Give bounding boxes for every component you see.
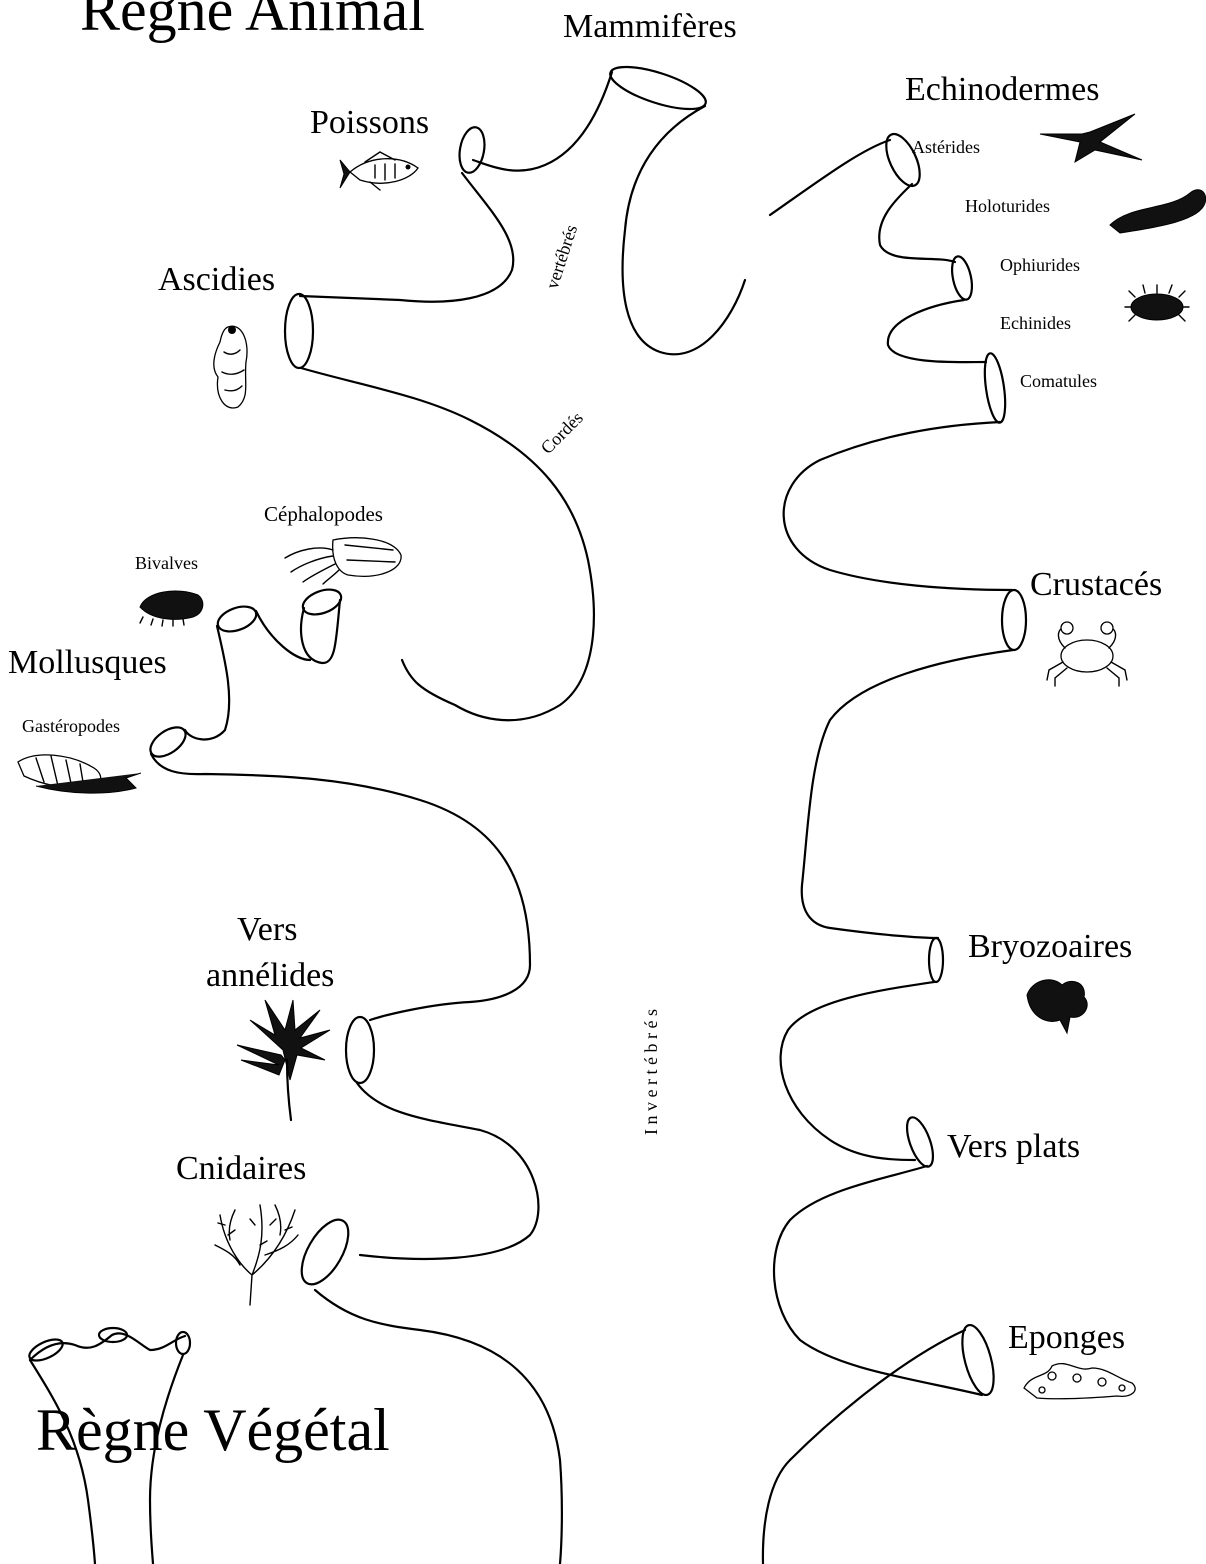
bryozoan-icon — [1027, 980, 1087, 1033]
label-ascidies: Ascidies — [158, 261, 275, 298]
coral-icon — [215, 1205, 298, 1305]
tube-worm-icon — [237, 1000, 330, 1120]
clam-icon — [140, 591, 203, 626]
sea-cucumber-icon — [1110, 190, 1206, 233]
label-mammiferes: Mammifères — [563, 8, 737, 45]
label-echinodermes: Echinodermes — [905, 71, 1100, 108]
label-cordes: Cordés — [537, 408, 587, 458]
label-bryozoaires: Bryozoaires — [968, 928, 1132, 965]
snail-icon — [18, 755, 141, 793]
crab-icon — [1047, 622, 1127, 686]
label-mollusques: Mollusques — [8, 644, 167, 681]
ascidian-icon — [214, 326, 247, 408]
right-trunk — [763, 129, 1026, 1564]
label-cnidaires: Cnidaires — [176, 1150, 306, 1187]
label-ophiurides: Ophiurides — [1000, 255, 1080, 275]
label-vertebres: vertébrés — [542, 222, 581, 291]
label-asterides: Astérides — [912, 137, 980, 157]
label-comatules: Comatules — [1020, 371, 1097, 391]
label-vers-annelides-1: Vers — [237, 911, 297, 948]
title-regne-vegetal: Règne Végétal — [36, 1397, 390, 1463]
starfish-icon — [1040, 114, 1142, 162]
sea-urchin-icon — [1125, 285, 1189, 321]
title-regne-animal: Règne Animal — [80, 0, 425, 43]
label-gasteropodes: Gastéropodes — [22, 716, 120, 736]
label-poissons: Poissons — [310, 104, 429, 141]
label-holoturides: Holoturides — [965, 196, 1050, 216]
sponge-icon — [1024, 1364, 1135, 1399]
label-vers-annelides-2: annélides — [206, 957, 334, 994]
label-echinides: Echinides — [1000, 313, 1071, 333]
label-crustaces: Crustacés — [1030, 566, 1162, 603]
label-bivalves: Bivalves — [135, 553, 198, 573]
label-cephalopodes: Céphalopodes — [264, 502, 383, 526]
label-vers-plats: Vers plats — [947, 1128, 1080, 1165]
fish-icon — [340, 152, 418, 190]
label-eponges: Eponges — [1008, 1319, 1125, 1356]
cuttlefish-icon — [285, 538, 401, 584]
label-invertebres: I n v e r t é b r é s — [641, 1009, 661, 1135]
